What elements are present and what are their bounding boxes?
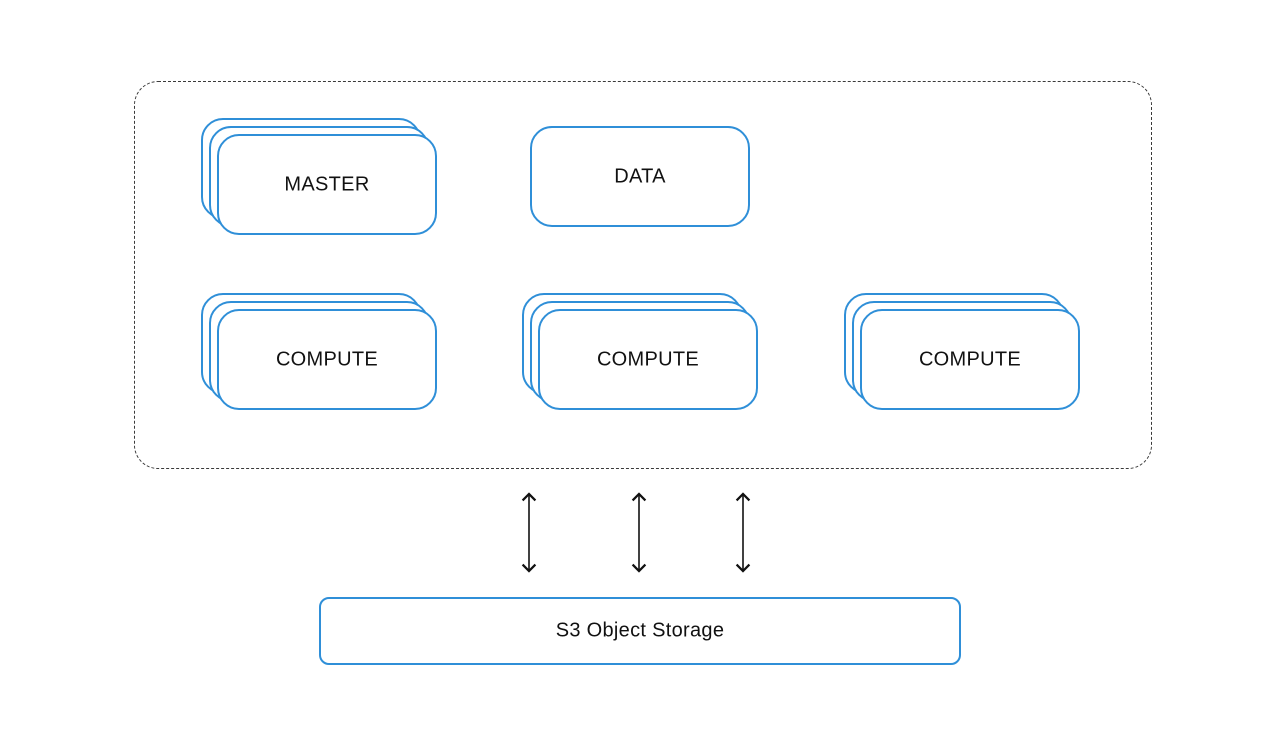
compute-node-2-label: COMPUTE [596, 348, 700, 370]
compute-node-stack-2: COMPUTE [522, 293, 758, 410]
cluster-boundary [134, 81, 1152, 469]
compute-node-3-label: COMPUTE [918, 348, 1022, 370]
master-node: MASTER [217, 134, 437, 235]
compute-node-2: COMPUTE [538, 309, 758, 410]
compute-node-1-label: COMPUTE [275, 348, 379, 370]
data-node-label: DATA [614, 165, 666, 187]
s3-object-storage-label: S3 Object Storage [555, 619, 725, 642]
compute-node-3: COMPUTE [860, 309, 1080, 410]
compute-node-1: COMPUTE [217, 309, 437, 410]
compute-node-stack-1: COMPUTE [201, 293, 437, 410]
data-node: DATA [530, 126, 750, 227]
master-node-stack: MASTER [201, 118, 437, 235]
s3-object-storage: S3 Object Storage [319, 597, 961, 665]
master-node-label: MASTER [284, 173, 370, 195]
compute-node-stack-3: COMPUTE [844, 293, 1080, 410]
